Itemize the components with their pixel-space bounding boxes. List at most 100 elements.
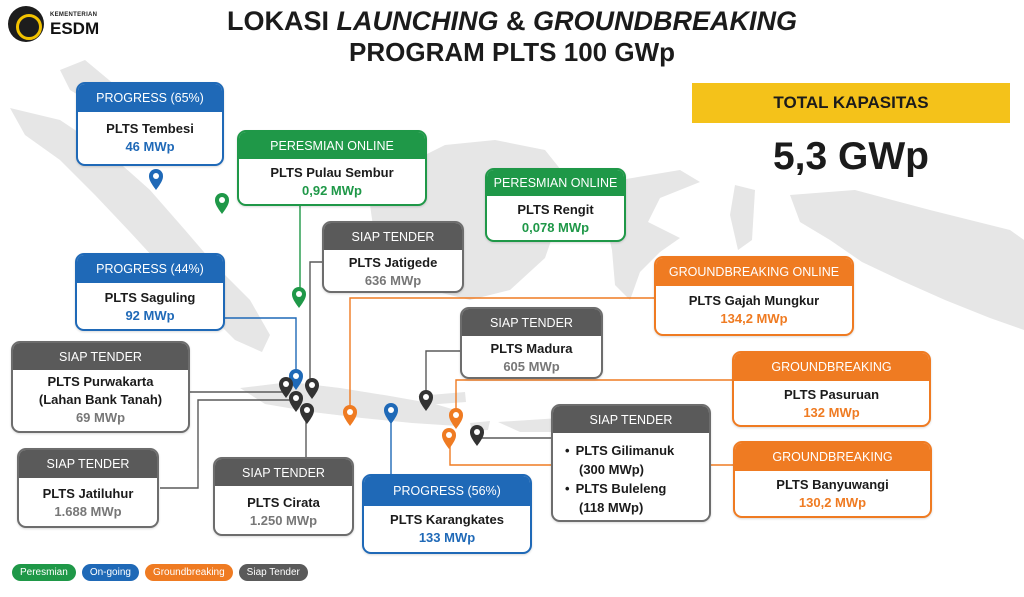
project-name: PLTS Gajah Mungkur — [688, 293, 820, 308]
logo-ministry-name: ESDM — [50, 18, 100, 38]
connector-jatiluhur — [160, 399, 292, 489]
legend-siap-tender: Siap Tender — [238, 564, 308, 581]
pin-gajah-mungkur — [343, 405, 357, 426]
project-capacity: 636 MWp — [364, 273, 422, 288]
connector-madura — [425, 350, 460, 398]
pin-purwakarta — [279, 377, 293, 398]
card-body: PLTS Pulau Sembur 0,92 MWp — [239, 159, 425, 200]
project-name: PLTS Cirata — [247, 495, 320, 510]
project-capacity: 0,078 MWp — [521, 220, 590, 235]
card-body: PLTS Purwakarta (Lahan Bank Tanah) 69 MW… — [13, 370, 188, 427]
legend-peresmian: Peresmian — [12, 564, 76, 581]
list-item-gilimanuk: PLTS Gilimanuk — [565, 441, 701, 460]
project-name-detail: (Lahan Bank Tanah) — [38, 392, 163, 407]
pin-pasuruan — [449, 408, 463, 429]
list-item-gilimanuk-capacity: (300 MWp) — [579, 462, 644, 477]
status-badge: PERESMIAN ONLINE — [239, 132, 425, 159]
connector-pasuruan — [455, 379, 732, 416]
esdm-emblem-icon — [8, 6, 44, 42]
card-pulau-sembur: PERESMIAN ONLINE PLTS Pulau Sembur 0,92 … — [237, 130, 427, 206]
status-badge: SIAP TENDER — [553, 406, 709, 433]
card-madura: SIAP TENDER PLTS Madura 605 MWp — [460, 307, 603, 379]
legend-on-going: On-going — [81, 564, 139, 581]
status-badge: GROUNDBREAKING — [734, 353, 929, 381]
total-capacity-label: TOTAL KAPASITAS — [692, 83, 1010, 123]
connector-gajah-mungkur — [349, 297, 654, 413]
card-purwakarta: SIAP TENDER PLTS Purwakarta (Lahan Bank … — [11, 341, 190, 433]
card-body: PLTS Saguling 92 MWp — [77, 283, 223, 325]
card-body: PLTS Madura 605 MWp — [462, 336, 601, 376]
status-badge: SIAP TENDER — [462, 309, 601, 336]
pin-madura — [419, 390, 433, 411]
status-badge: SIAP TENDER — [19, 450, 157, 478]
card-tembesi: PROGRESS (65%) PLTS Tembesi 46 MWp — [76, 82, 224, 166]
status-badge: SIAP TENDER — [215, 459, 352, 486]
project-capacity: 92 MWp — [125, 308, 175, 323]
legend: Peresmian On-going Groundbreaking Siap T… — [12, 564, 308, 581]
location-pins — [149, 169, 484, 449]
card-body: PLTS Gajah Mungkur 134,2 MWp — [656, 286, 852, 328]
pin-cirata — [300, 403, 314, 424]
project-name: PLTS Pulau Sembur — [270, 165, 394, 180]
pin-jatigede — [305, 378, 319, 399]
project-capacity: 1.250 MWp — [249, 513, 318, 528]
title-line-1: LOKASI LAUNCHING & GROUNDBREAKING — [0, 6, 1024, 37]
card-body: PLTS Rengit 0,078 MWp — [487, 196, 624, 237]
sulawesi-island — [605, 170, 700, 300]
legend-groundbreaking: Groundbreaking — [144, 564, 233, 581]
project-capacity: 0,92 MWp — [302, 183, 362, 198]
pin-bali — [470, 425, 484, 446]
connector-jatigede — [309, 261, 322, 386]
papua-island — [790, 190, 1024, 330]
status-badge: PROGRESS (56%) — [364, 476, 530, 506]
title-launching: LAUNCHING — [336, 6, 499, 36]
title-line-2: PROGRAM PLTS 100 GWp — [349, 37, 675, 67]
page-title: LOKASI LAUNCHING & GROUNDBREAKING PROGRA… — [0, 6, 1024, 67]
maluku-islands — [730, 185, 755, 250]
card-body: PLTS Cirata 1.250 MWp — [215, 486, 352, 530]
card-jatigede: SIAP TENDER PLTS Jatigede 636 MWp — [322, 221, 464, 293]
logo-text: KEMENTERIAN ESDM — [50, 12, 99, 37]
card-saguling: PROGRESS (44%) PLTS Saguling 92 MWp — [75, 253, 225, 331]
card-body: PLTS Pasuruan 132 MWp — [734, 381, 929, 422]
title-lokasi: LOKASI — [226, 6, 337, 36]
connector-saguling — [222, 317, 297, 378]
card-body: PLTS Jatigede 636 MWp — [324, 250, 462, 290]
project-capacity: 1.688 MWp — [54, 504, 122, 519]
card-cirata: SIAP TENDER PLTS Cirata 1.250 MWp — [213, 457, 354, 536]
status-badge: GROUNDBREAKING — [735, 443, 930, 471]
project-name: PLTS Rengit — [517, 202, 594, 217]
status-badge: SIAP TENDER — [324, 223, 462, 250]
card-body: PLTS Karangkates 133 MWp — [364, 506, 530, 547]
pin-rengit — [292, 287, 306, 308]
card-karangkates: PROGRESS (56%) PLTS Karangkates 133 MWp — [362, 474, 532, 554]
status-badge: PROGRESS (65%) — [78, 84, 222, 112]
pin-pulau-sembur — [215, 193, 229, 214]
status-badge: SIAP TENDER — [13, 343, 188, 370]
pin-tembesi — [149, 169, 163, 190]
total-capacity-value: 5,3 GWp — [772, 135, 930, 178]
status-badge: PROGRESS (44%) — [77, 255, 223, 283]
project-name: PLTS Saguling — [104, 290, 196, 305]
pin-jatiluhur — [289, 391, 303, 412]
project-name: PLTS Purwakarta — [47, 374, 154, 389]
title-groundbreaking: GROUNDBREAKING — [533, 6, 798, 36]
project-name: PLTS Jatiluhur — [42, 486, 134, 501]
project-capacity: 69 MWp — [75, 410, 126, 425]
esdm-logo: KEMENTERIAN ESDM — [8, 6, 99, 42]
list-item-buleleng: PLTS Buleleng — [565, 479, 701, 498]
status-badge: GROUNDBREAKING ONLINE — [656, 258, 852, 286]
card-gajah-mungkur: GROUNDBREAKING ONLINE PLTS Gajah Mungkur… — [654, 256, 854, 336]
card-bali: SIAP TENDER PLTS Gilimanuk (300 MWp) PLT… — [551, 404, 711, 522]
title-ampersand: & — [498, 6, 533, 36]
project-name: PLTS Banyuwangi — [776, 477, 889, 492]
project-name: PLTS Karangkates — [390, 512, 504, 527]
card-pasuruan: GROUNDBREAKING PLTS Pasuruan 132 MWp — [732, 351, 931, 427]
project-capacity: 130,2 MWp — [798, 495, 867, 510]
project-name: PLTS Madura — [490, 341, 573, 356]
logo-ministry-label: KEMENTERIAN — [50, 11, 98, 18]
status-badge: PERESMIAN ONLINE — [487, 170, 624, 196]
card-body: PLTS Tembesi 46 MWp — [78, 112, 222, 156]
project-capacity: 605 MWp — [503, 359, 560, 374]
